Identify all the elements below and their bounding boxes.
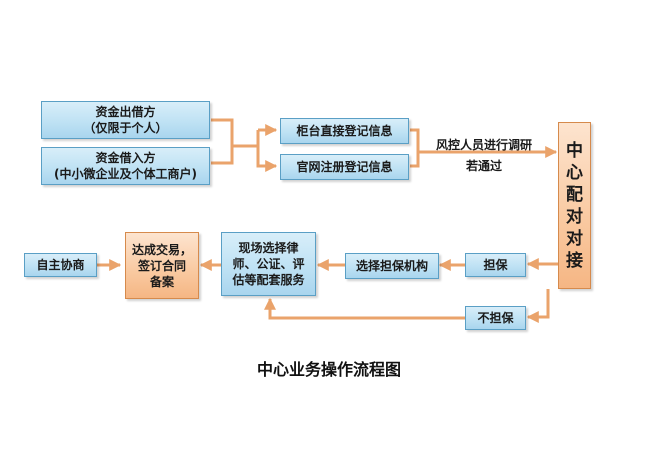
arrow-counter-join <box>410 128 420 152</box>
counter-register-label: 柜台直接登记信息 <box>296 124 393 138</box>
arrow-to-web <box>256 146 278 172</box>
no-guarantee-label: 不担保 <box>477 311 514 325</box>
lender-line1: 资金出借方 <box>95 105 156 119</box>
arrow-merge-branch <box>232 130 260 148</box>
diagram-title: 中心业务操作流程图 <box>256 360 401 379</box>
guarantee-box: 担保 <box>465 253 526 277</box>
lender-line2: （仅限于个人） <box>83 121 168 135</box>
onsite-services-box: 现场选择律 师、公证、评 估等配套服务 <box>221 232 316 296</box>
self-negotiate-label: 自主协商 <box>36 258 85 272</box>
center-char-1: 中 <box>566 140 583 161</box>
center-char-4: 对 <box>566 206 583 227</box>
deal-line2: 签订合同 <box>137 258 186 273</box>
arrow-borrower-merge <box>211 146 234 165</box>
arrow-web-join <box>410 152 420 168</box>
center-char-5: 对 <box>566 228 583 249</box>
deal-line3: 备案 <box>149 274 174 289</box>
borrower-box: 资金借入方 (中小微企业及个体工商户) <box>41 147 210 185</box>
onsite-line1: 现场选择律 <box>238 241 299 255</box>
onsite-line2: 师、公证、评 <box>232 257 305 271</box>
borrower-line2: (中小微企业及个体工商户) <box>54 167 197 181</box>
arrow-noguarantee-onsite <box>264 297 465 320</box>
counter-register-box: 柜台直接登记信息 <box>280 118 409 144</box>
lender-box: 资金出借方 （仅限于个人） <box>41 101 210 139</box>
web-register-label: 官网注册登记信息 <box>296 160 393 174</box>
onsite-line3: 估等配套服务 <box>232 273 305 287</box>
center-char-3: 配 <box>566 184 583 205</box>
pass-label: 若通过 <box>465 159 502 173</box>
center-char-2: 心 <box>566 162 583 183</box>
arrow-center-noguarantee <box>526 289 550 323</box>
center-match-box: 中 心 配 对 对 接 <box>558 122 591 289</box>
risk-control-label: 风控人员进行调研 <box>435 138 532 152</box>
select-guarantor-label: 选择担保机构 <box>355 259 428 273</box>
web-register-box: 官网注册登记信息 <box>280 154 409 180</box>
deal-contract-box: 达成交易， 签订合同 备案 <box>125 232 199 299</box>
deal-line1: 达成交易， <box>131 242 192 257</box>
self-negotiate-box: 自主协商 <box>24 253 97 277</box>
center-char-6: 接 <box>566 250 583 271</box>
borrower-line1: 资金借入方 <box>95 151 156 165</box>
select-guarantor-box: 选择担保机构 <box>345 253 439 279</box>
guarantee-label: 担保 <box>483 258 508 272</box>
arrow-lender-merge <box>211 118 234 146</box>
no-guarantee-box: 不担保 <box>465 306 526 330</box>
